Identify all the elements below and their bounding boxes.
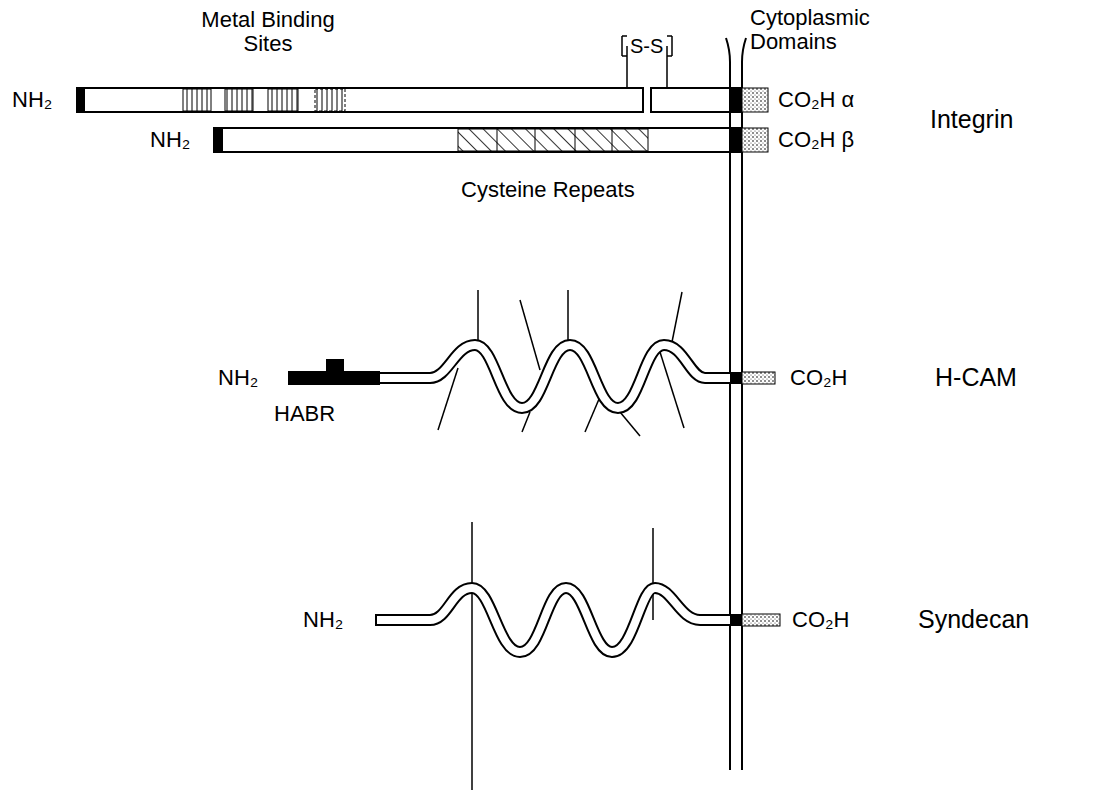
region-label: Cysteine Repeats <box>461 178 635 202</box>
terminus-label: CO₂H <box>792 608 849 632</box>
region-label: HABR <box>274 402 335 426</box>
integrin-alpha-chain <box>77 88 768 112</box>
terminus-label: NH₂ <box>150 128 190 152</box>
integrin-beta-chain <box>214 128 768 152</box>
region-label: Cytoplasmic Domains <box>750 6 925 54</box>
terminus-label: CO₂H α <box>778 88 854 112</box>
bond-label: S-S <box>630 35 663 57</box>
syndecan-core <box>375 588 780 652</box>
terminus-label: CO₂H <box>790 366 847 390</box>
terminus-label: NH₂ <box>303 608 343 632</box>
terminus-label: NH₂ <box>12 88 52 112</box>
terminus-label: NH₂ <box>218 366 258 390</box>
syndecan-chains <box>472 522 653 790</box>
hcam-core <box>288 345 775 408</box>
terminus-label: CO₂H β <box>778 128 854 152</box>
molecule-name: Integrin <box>930 106 1013 134</box>
molecule-name: H-CAM <box>935 364 1017 392</box>
disulfide-bracket <box>622 36 672 87</box>
region-label: Metal Binding Sites <box>178 8 358 56</box>
molecule-name: Syndecan <box>918 606 1029 634</box>
